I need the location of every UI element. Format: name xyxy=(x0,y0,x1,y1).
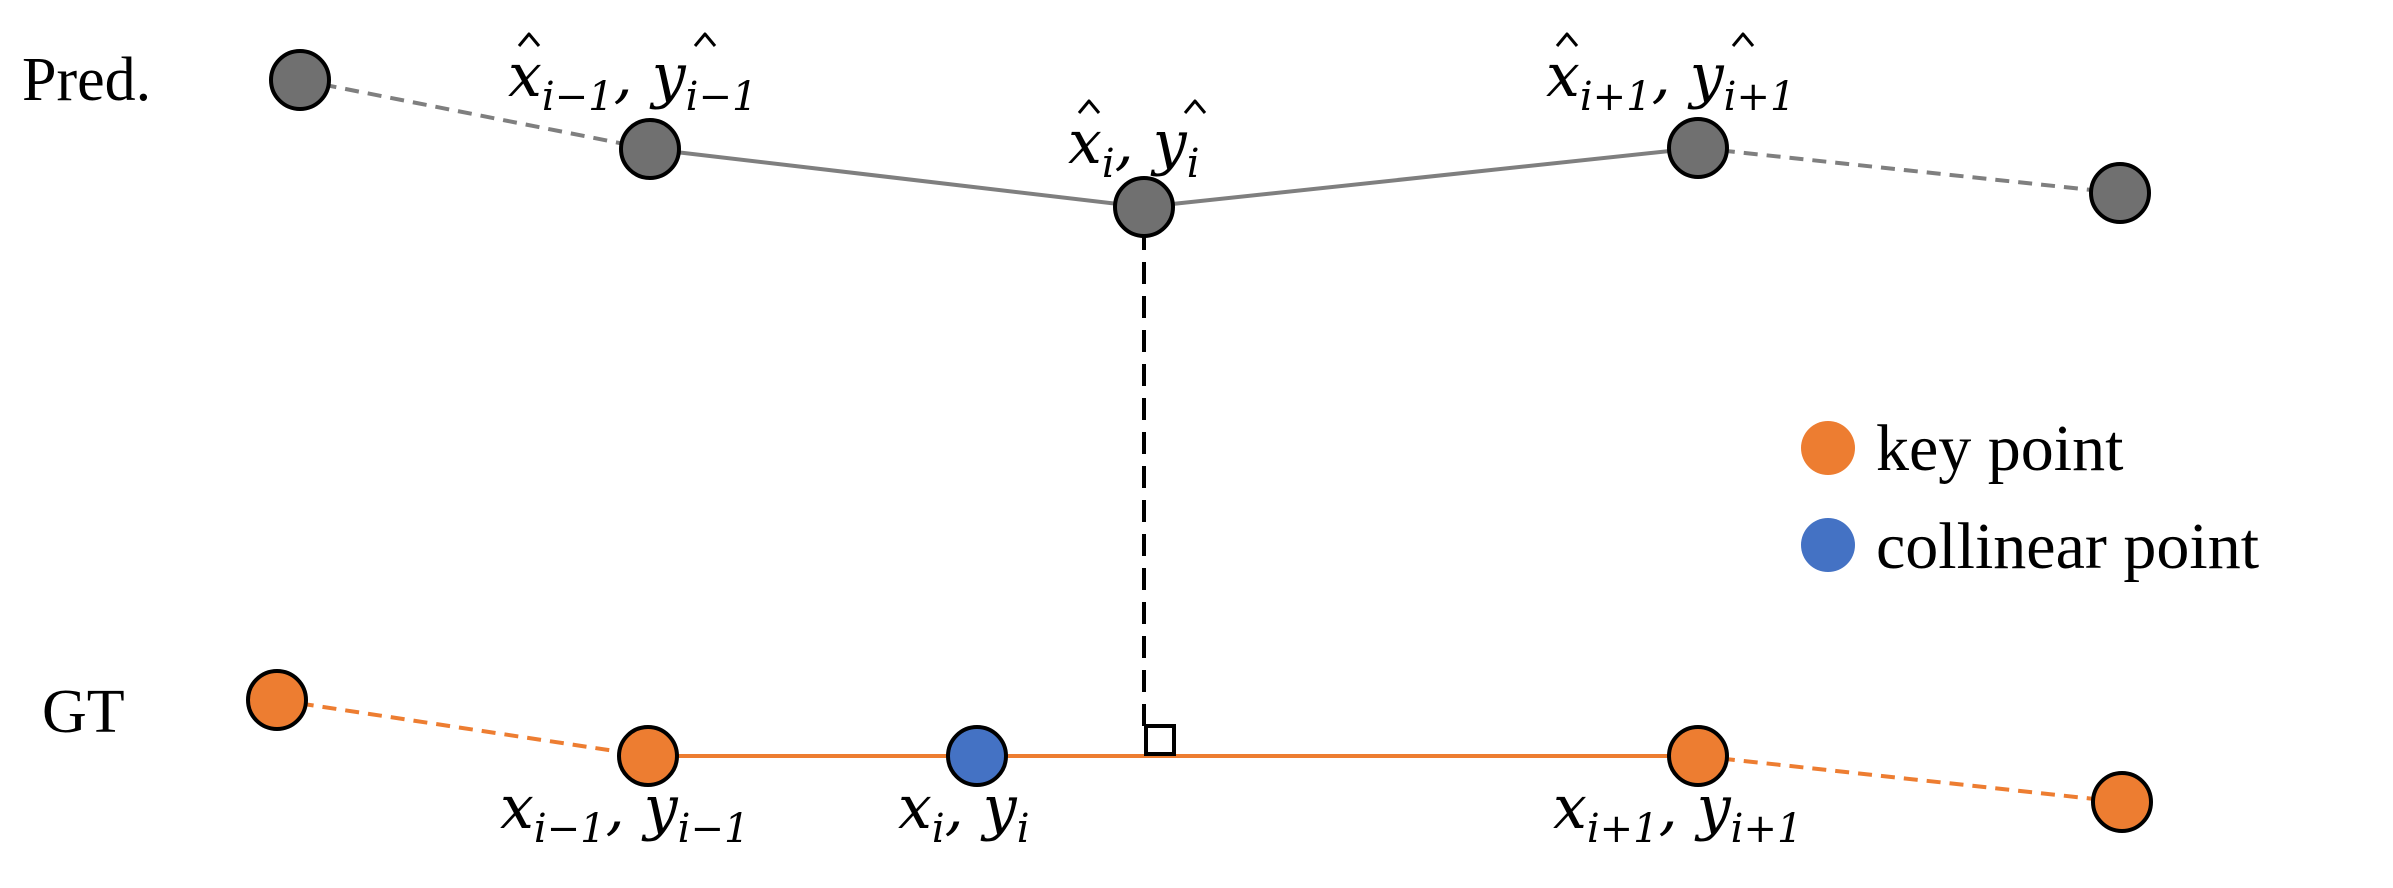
svg-text:xi, yi: xi, yi xyxy=(1068,108,1200,187)
gt-row-label: GT xyxy=(42,678,125,746)
x-var: x xyxy=(500,773,534,843)
x-var: x xyxy=(1546,41,1580,111)
pred-point-current xyxy=(1113,176,1175,238)
gt-dashed-segment-left xyxy=(276,698,649,758)
y-var: y xyxy=(1687,41,1725,111)
x-var: x xyxy=(1068,108,1102,178)
pred-dashed-segment-left xyxy=(299,78,651,151)
y-subscript: i xyxy=(1017,806,1030,852)
gt-key-point-outer-right xyxy=(2091,771,2153,833)
pred-polyline xyxy=(299,78,2121,209)
y-subscript: i+1 xyxy=(1724,74,1796,120)
x-var: x xyxy=(508,41,542,111)
svg-text:xi−1, yi−1: xi−1, yi−1 xyxy=(500,773,749,852)
legend-swatch-collinear-point xyxy=(1801,518,1855,572)
separator: , xyxy=(606,773,644,843)
x-subscript: i xyxy=(1102,141,1115,187)
gt-polyline xyxy=(276,698,2123,804)
y-var: y xyxy=(641,773,679,843)
x-subscript: i−1 xyxy=(542,74,614,120)
x-subscript: i+1 xyxy=(1580,74,1652,120)
y-subscript: i+1 xyxy=(1731,806,1803,852)
gt-key-point-next xyxy=(1667,725,1729,787)
pred-point-outer-right xyxy=(2089,162,2151,224)
right-angle-marker xyxy=(1144,724,1176,756)
hat-accent xyxy=(517,32,541,47)
hat-accent xyxy=(1731,32,1755,47)
separator: , xyxy=(945,773,983,843)
gt-key-point-outer-left xyxy=(246,669,308,731)
pred-solid-segment-left xyxy=(649,147,1145,209)
pred-point-outer-left xyxy=(269,49,331,111)
pred-point-next xyxy=(1667,117,1729,179)
hat-accent xyxy=(693,32,717,47)
svg-text:xi+1, yi+1: xi+1, yi+1 xyxy=(1546,41,1795,120)
legend-label-key-point: key point xyxy=(1876,412,2123,485)
hat-accent xyxy=(1077,99,1101,114)
svg-text:xi−1, yi−1: xi−1, yi−1 xyxy=(508,41,757,120)
y-var: y xyxy=(1150,108,1188,178)
legend: key point collinear point xyxy=(1801,412,2259,583)
gt-current-label: xi, yi xyxy=(898,773,1030,852)
separator: , xyxy=(614,41,652,111)
x-subscript: i+1 xyxy=(1587,806,1659,852)
pred-prev-label: xi−1, yi−1 xyxy=(508,32,757,120)
y-subscript: i−1 xyxy=(678,806,750,852)
x-var: x xyxy=(898,773,932,843)
gt-points xyxy=(246,669,2153,833)
x-var: x xyxy=(1553,773,1587,843)
svg-text:xi, yi: xi, yi xyxy=(898,773,1030,852)
legend-swatch-key-point xyxy=(1801,421,1855,475)
pred-solid-segment-right xyxy=(1143,146,1699,209)
pred-point-prev xyxy=(619,118,681,180)
y-var: y xyxy=(980,773,1018,843)
x-subscript: i xyxy=(932,806,945,852)
pred-dashed-segment-right xyxy=(1697,146,2121,195)
y-var: y xyxy=(1694,773,1732,843)
gt-dashed-segment-right xyxy=(1697,754,2123,804)
y-subscript: i xyxy=(1187,141,1200,187)
gt-prev-label: xi−1, yi−1 xyxy=(500,773,749,852)
svg-text:xi+1, yi+1: xi+1, yi+1 xyxy=(1553,773,1802,852)
y-var: y xyxy=(649,41,687,111)
pred-next-label: xi+1, yi+1 xyxy=(1546,32,1795,120)
separator: , xyxy=(1659,773,1697,843)
separator: , xyxy=(1115,108,1153,178)
hat-accent xyxy=(1183,99,1207,114)
pred-current-label: xi, yi xyxy=(1068,99,1207,187)
gt-key-point-prev xyxy=(617,725,679,787)
legend-label-collinear-point: collinear point xyxy=(1876,510,2259,583)
pred-points xyxy=(269,49,2151,238)
y-subscript: i−1 xyxy=(686,74,758,120)
separator: , xyxy=(1652,41,1690,111)
x-subscript: i−1 xyxy=(534,806,606,852)
hat-accent xyxy=(1555,32,1579,47)
gt-next-label: xi+1, yi+1 xyxy=(1553,773,1802,852)
gt-collinear-point xyxy=(946,725,1008,787)
pred-row-label: Pred. xyxy=(22,46,151,114)
